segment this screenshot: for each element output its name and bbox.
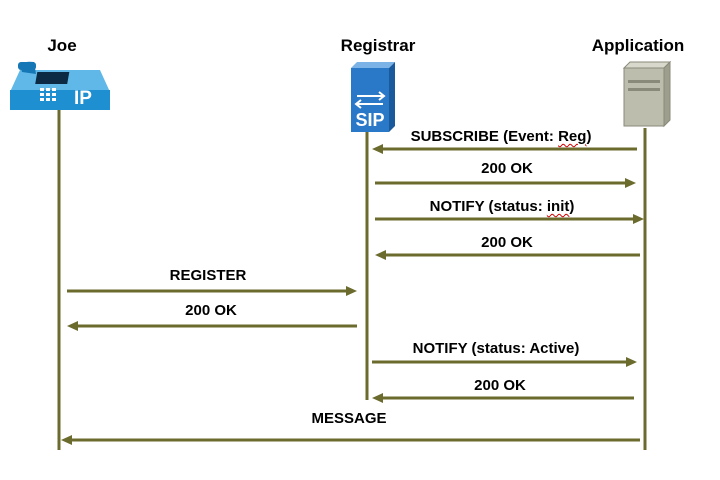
message-arrow-9 <box>61 435 640 445</box>
participant-label-registrar: Registrar <box>340 36 416 55</box>
message-arrow-2 <box>375 178 636 188</box>
message-arrow-6 <box>67 321 357 331</box>
message-label-200ok-2: 200 OK <box>481 234 533 251</box>
participant-label-application: Application <box>591 36 685 55</box>
message-arrow-8 <box>372 393 634 403</box>
message-label-notify-active: NOTIFY (status: Active) <box>412 340 580 357</box>
message-label-200ok-1: 200 OK <box>481 160 533 177</box>
message-arrow-3 <box>375 214 644 224</box>
message-arrow-5 <box>67 286 357 296</box>
message-label-message: MESSAGE <box>311 410 387 427</box>
message-arrow-4 <box>375 250 640 260</box>
application-server-icon <box>622 60 672 128</box>
svg-text:IP: IP <box>74 88 92 109</box>
message-label-notify-init: NOTIFY (status: init) <box>429 198 575 215</box>
sip-server-icon: SIP <box>351 62 395 132</box>
message-arrow-1 <box>372 144 637 154</box>
message-arrow-7 <box>372 357 637 367</box>
participant-label-joe: Joe <box>47 36 77 55</box>
message-label-subscribe: SUBSCRIBE (Event: Reg) <box>410 128 592 145</box>
message-label-200ok-4: 200 OK <box>474 377 526 394</box>
message-label-register: REGISTER <box>169 267 247 284</box>
message-label-200ok-3: 200 OK <box>185 302 237 319</box>
ip-phone-icon: IP <box>10 61 110 110</box>
svg-text:SIP: SIP <box>355 110 384 130</box>
